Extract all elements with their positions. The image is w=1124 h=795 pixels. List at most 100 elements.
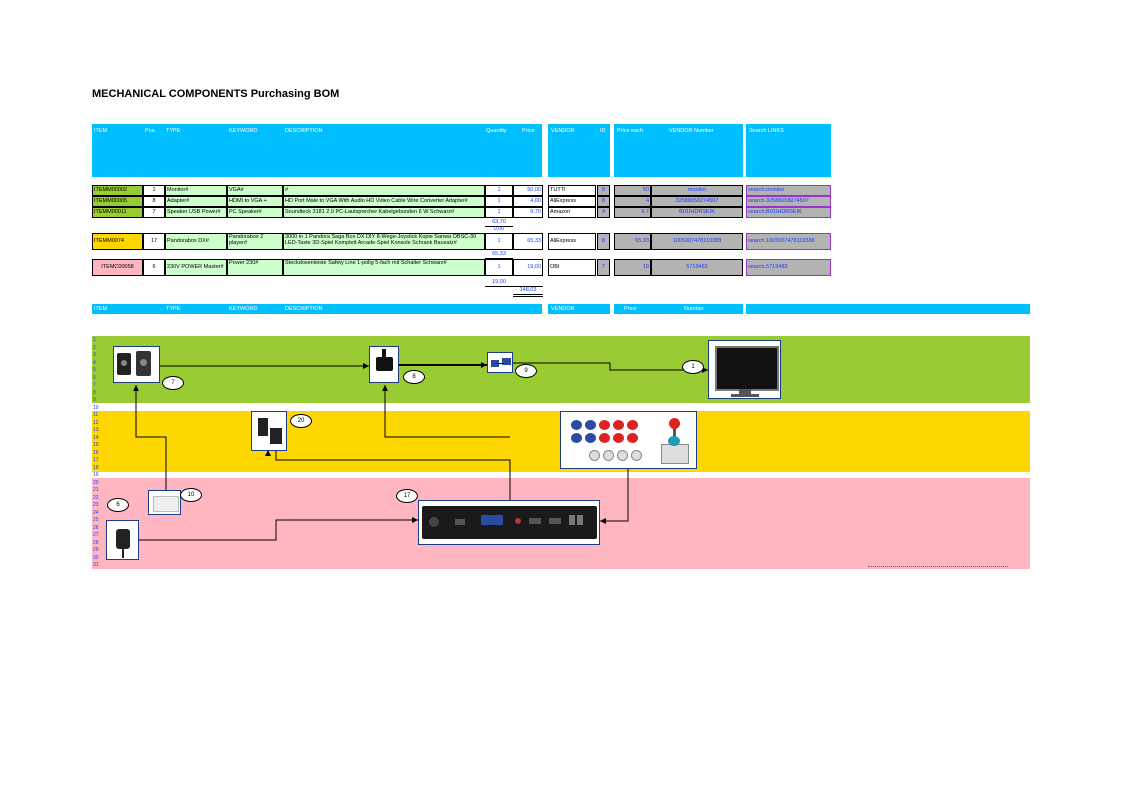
bom-item-code: ITEMM0074: [92, 233, 143, 250]
bom-search-link[interactable]: search.32588658274507: [746, 196, 831, 207]
small-button-icon: [603, 450, 614, 461]
bom-item-code: ITEMM00002: [92, 185, 143, 196]
bom-keyword: Pandorabox 2 player#: [227, 233, 283, 250]
small-button-icon: [617, 450, 628, 461]
bom-pos: 17: [143, 233, 165, 250]
row-number: 12: [93, 419, 99, 426]
bom-keyword: VGA#: [227, 185, 283, 196]
bom-vendor-id: 8: [597, 233, 610, 250]
row-number: 14: [93, 434, 99, 441]
group3-subtotal: 19,00: [492, 279, 506, 285]
row-number: 13: [93, 427, 99, 433]
bom-item-code: ITEMC00058: [92, 259, 143, 276]
row-number: 16: [93, 449, 99, 456]
arcade-button-icon: [571, 433, 582, 443]
bom-search-link[interactable]: search.B01IHDRSEIK: [746, 207, 831, 218]
bom-search-link[interactable]: search.5719483: [746, 259, 831, 276]
bom-type: Pandorabox DX#: [165, 233, 227, 250]
row-number: 20: [93, 479, 99, 486]
bom-type: Adapter#: [165, 196, 227, 207]
row-number: 17: [93, 457, 99, 463]
bom-description: Soundteck 3181 2.0 PC-Lautsprecher Kabel…: [283, 207, 485, 218]
row-number: 3: [93, 352, 96, 358]
row-number: 30: [93, 554, 99, 561]
diagram-header-left: ITEM TYPE KEYWORD DESCRIPTION: [92, 304, 542, 314]
monitor-image: [708, 340, 781, 399]
callout-tag: 8: [403, 370, 425, 384]
arcade-button-icon: [627, 433, 638, 443]
bom-description: HD Port Male to VGA With Audio HD Video …: [283, 196, 485, 207]
row-number: 8: [93, 389, 96, 396]
row-number: 10: [93, 404, 99, 411]
callout-tag: 10: [180, 488, 202, 502]
bom-description: 3000 in 1 Pandora Saga Box DX DIY 8-Wege…: [283, 233, 485, 250]
usb-extension-image: [251, 411, 287, 451]
arcade-button-icon: [571, 420, 582, 430]
bom-search-link[interactable]: search.monitor: [746, 185, 831, 196]
header-pos: Pos.: [145, 128, 157, 134]
arcade-button-icon: [599, 433, 610, 443]
row-number: 19: [93, 472, 99, 478]
bom-price-each: 4: [614, 196, 651, 207]
h2-price: Price: [624, 306, 637, 312]
small-button-icon: [631, 450, 642, 461]
h2-vendor: VENDOR: [551, 306, 575, 312]
bom-vendor-id: 7: [597, 259, 610, 276]
row-number: 4: [93, 359, 96, 366]
bom-type: 230V POWER Master#: [165, 259, 227, 276]
bom-keyword: Power 230#: [227, 259, 283, 276]
bom-description: Steckdosenleiste Safety Line 1-polig 5-f…: [283, 259, 485, 276]
callout-tag: 9: [515, 364, 537, 378]
bom-price: 50,00: [513, 185, 543, 196]
vga-cable-image: [487, 352, 513, 373]
power-plug-image: [106, 520, 139, 560]
bom-quantity: 1: [485, 196, 513, 207]
header-price-each: Price each: [617, 128, 643, 134]
row-number: 21: [93, 487, 99, 493]
row-number: 1: [93, 337, 96, 343]
row-number: 9: [93, 397, 96, 403]
callout-tag: 20: [290, 414, 312, 428]
bom-price: 19,00: [513, 259, 543, 276]
bom-vendor-number: 5719483: [651, 259, 743, 276]
h2-keyword: KEYWORD: [229, 306, 258, 312]
bom-vendor-id: 8: [597, 196, 610, 207]
bom-vendor-number: monitor: [651, 185, 743, 196]
bom-search-link[interactable]: search.1005007478119388: [746, 233, 831, 250]
row-number: 11: [93, 412, 99, 418]
row-number: 23: [93, 502, 99, 508]
header-item: ITEM: [94, 128, 108, 134]
bom-item-code: ITEMM00005: [92, 196, 143, 207]
row-number: 31: [93, 562, 99, 568]
bom-price: 9,70: [513, 207, 543, 218]
bom-vendor-number: B01IHDRSEIK: [651, 207, 743, 218]
row-number: 6: [93, 374, 96, 381]
bom-pos: 8: [143, 196, 165, 207]
arcade-button-icon: [613, 420, 624, 430]
bom-pos: 7: [143, 207, 165, 218]
bom-quantity: 1: [485, 185, 513, 196]
bom-quantity: 1: [485, 207, 513, 218]
row-number: 25: [93, 517, 99, 523]
group1-subtotal: 63,70: [492, 219, 506, 225]
dotted-line: [868, 566, 1008, 567]
row-number: 24: [93, 509, 99, 516]
bom-item-code: ITEMM00011: [92, 207, 143, 218]
bom-vendor: OBI: [548, 259, 596, 276]
h2-number: Number: [684, 306, 704, 312]
bom-vendor-number: 32588658274507: [651, 196, 743, 207]
arcade-button-icon: [613, 433, 624, 443]
bom-price-each: 65.33: [614, 233, 651, 250]
callout-tag: 1: [682, 360, 704, 374]
bom-quantity: 1: [485, 259, 513, 276]
header-vendor-number: VENDOR Number: [669, 128, 714, 134]
bom-vendor: TUTTI: [548, 185, 596, 196]
bom-type: Monitor#: [165, 185, 227, 196]
speaker-image: [113, 346, 160, 383]
row-number: 5: [93, 367, 96, 373]
header-vendor: VENDOR: [551, 128, 575, 134]
header-quantity: Quantity: [486, 128, 507, 134]
arcade-button-icon: [627, 420, 638, 430]
